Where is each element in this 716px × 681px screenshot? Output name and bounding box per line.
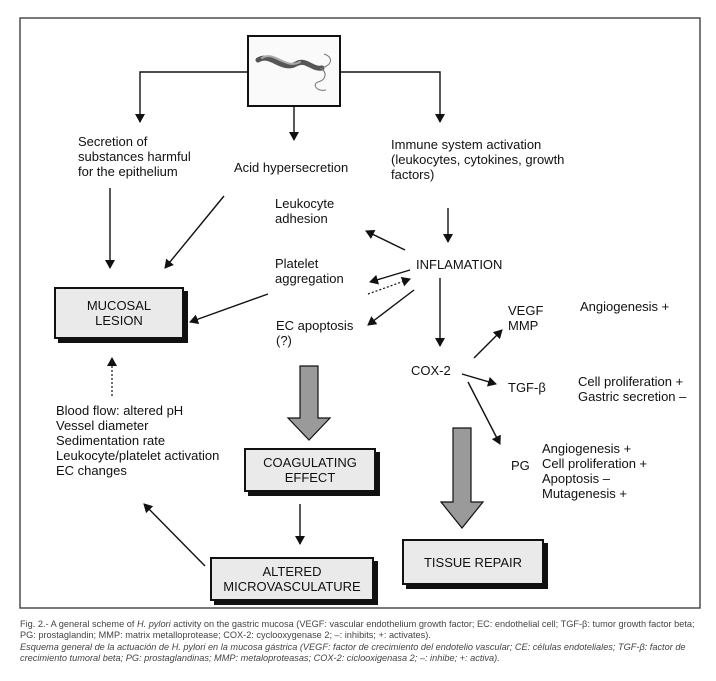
arrow-inflamation-apoptosis [367,289,415,326]
label-acid-hypersecretion: Acid hypersecretion [234,160,349,175]
label-tgfb: TGF-β [508,380,546,395]
label-pg-effects: Angiogenesis + Cell proliferation + Apop… [542,441,648,501]
caption-en-prefix: Fig. 2.- A general scheme of [20,619,137,629]
box-coagulating-effect: COAGULATING EFFECT [244,448,376,492]
caption-en-rest: activity on the gastric mucosa (VEGF: va… [20,619,695,641]
label-pg: PG [511,458,530,473]
arrow-microvasculature-bloodflow [143,503,206,567]
label-vegf-mmp: VEGF MMP [508,303,544,333]
arrow-platelet-lesion [189,293,269,325]
box-tissue-repair: TISSUE REPAIR [402,539,544,585]
label-leukocyte-adhesion: Leukocyte adhesion [275,196,335,226]
label-inflamation: INFLAMATION [416,257,503,272]
caption-en-organism: H. pylori [136,619,171,629]
box-mucosal-lesion: MUCOSAL LESION [54,287,184,339]
box-altered-microvasculature: ALTERED MICROVASCULATURE [210,557,374,601]
connector-top-right [340,71,445,123]
caption-english: Fig. 2.- A general scheme of H. pylori a… [20,619,702,642]
caption-spanish: Esquema general de la actuación de H. py… [20,641,686,664]
label-ec-apoptosis: EC apoptosis (?) [276,318,354,348]
arrow-inflamation-platelet [369,269,411,285]
figure-caption: Fig. 2.- A general scheme of H. pylori a… [20,619,702,665]
arrow-platelet-inflamation-dotted [367,276,411,295]
block-arrow-to-tissue-repair [439,427,485,529]
label-angiogenesis-vegf: Angiogenesis + [580,299,670,314]
arrow-inflamation-adhesion [365,230,406,251]
arrow-cox2-tgfb [461,373,497,387]
label-blood-flow: Blood flow: altered pH Vessel diameter S… [56,403,220,478]
arrow-acid-lesion [164,195,225,269]
arrow-cox2-vegf [473,329,503,359]
label-immune-activation: Immune system activation (leukocytes, cy… [391,137,565,182]
label-secretion: Secretion of substances harmful for the … [78,134,191,179]
block-arrow-to-coagulating [286,365,332,441]
h-pylori-image [247,35,341,107]
connector-top-left [135,71,248,123]
label-cell-proliferation-gastric: Cell proliferation + Gastric secretion – [578,374,687,404]
label-cox2: COX-2 [411,363,451,378]
arrow-cox2-pg [467,381,501,445]
label-platelet-aggregation: Platelet aggregation [275,256,344,286]
figure-border [19,17,701,609]
